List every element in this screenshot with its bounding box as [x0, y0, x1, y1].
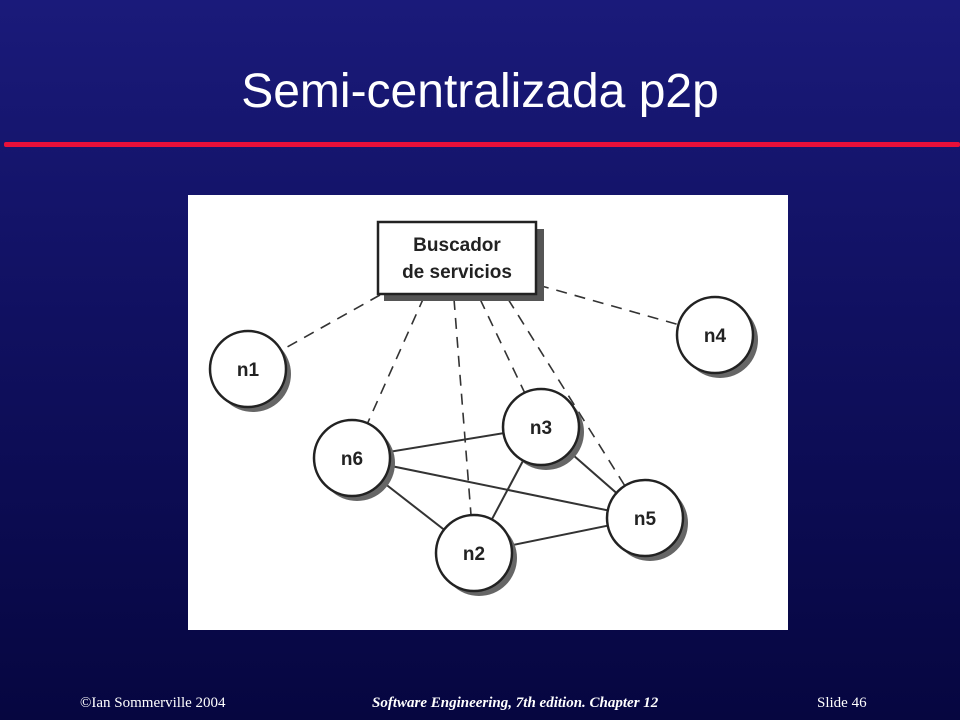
node-n3: n3 [501, 387, 584, 470]
diagram-canvas: Buscador de servicios n1 n2 n3 n4 n5 n6 [208, 220, 758, 596]
hub-edge-n2 [453, 298, 475, 554]
service-finder-label-line2: de servicios [402, 262, 512, 283]
node-n6-label: n6 [341, 449, 363, 470]
node-n3-circle [501, 387, 581, 467]
node-n5-circle [605, 478, 685, 558]
node-n5-label: n5 [634, 509, 657, 530]
node-n6: n6 [312, 418, 395, 501]
node-n5: n5 [605, 478, 688, 561]
node-n4-label: n4 [704, 326, 727, 347]
footer-slide-number: Slide 46 [817, 695, 867, 711]
footer-book-title: Software Engineering, 7th edition. Chapt… [372, 695, 659, 711]
node-n4: n4 [675, 295, 758, 378]
node-n4-circle [675, 295, 755, 375]
title-divider [4, 142, 960, 147]
node-n2-circle [434, 513, 514, 593]
node-n6-circle [312, 418, 392, 498]
hub-edge-n1 [247, 294, 381, 370]
node-n1-circle [208, 329, 288, 409]
peer-nodes: n1 n2 n3 n4 n5 n6 [208, 295, 758, 596]
peer-edge-n6-n5 [351, 457, 646, 519]
node-n3-label: n3 [530, 418, 552, 439]
p2p-diagram: Buscador de servicios n1 n2 n3 n4 n5 n6 [188, 195, 788, 630]
node-n2-label: n2 [463, 544, 485, 565]
node-n1: n1 [208, 329, 291, 412]
service-finder-box: Buscador de servicios [376, 220, 544, 301]
service-finder-box-frame [376, 220, 538, 296]
hub-edge-n5 [507, 298, 646, 519]
slide-title: Semi-centralizada p2p [241, 65, 719, 118]
node-n1-label: n1 [237, 360, 260, 381]
hub-edge-n6 [351, 296, 425, 459]
node-n2: n2 [434, 513, 517, 596]
footer-copyright: ©Ian Sommerville 2004 [80, 695, 226, 711]
service-finder-label-line1: Buscador [413, 235, 501, 256]
